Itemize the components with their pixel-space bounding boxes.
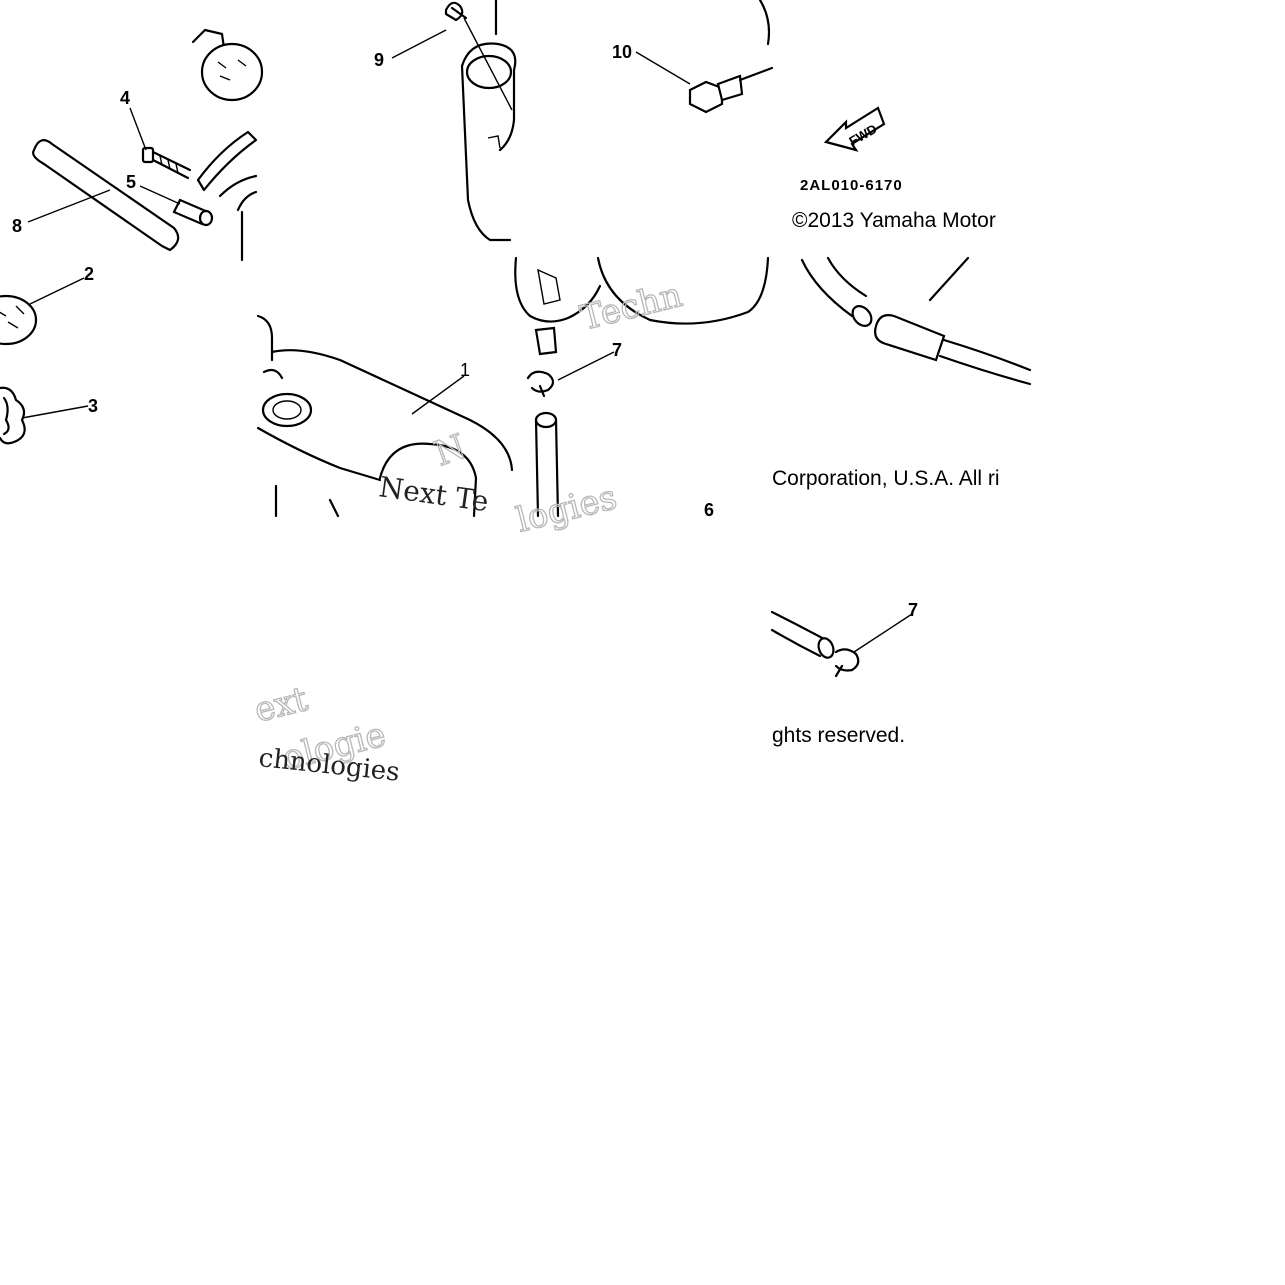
- tank-bottom: [514, 256, 770, 356]
- bolt-part-4: [141, 146, 192, 180]
- cap-part-2: [0, 294, 38, 346]
- fwd-arrow: FWD: [823, 106, 886, 152]
- watermark-next-te: Next Te: [377, 470, 491, 518]
- bolt-part-10: [688, 66, 774, 114]
- tank-part-1: [256, 314, 514, 518]
- fwd-mark-upper: [487, 135, 501, 149]
- fuel-cap-upper-part: [191, 28, 264, 102]
- clip-part-7-upper: [526, 370, 555, 398]
- gasket-part-3: [0, 386, 26, 445]
- callout-10: 10: [612, 42, 632, 62]
- callout-2: 2: [84, 264, 94, 284]
- callout-5: 5: [126, 172, 136, 192]
- tile-top-right: FWD 2AL010-6170 ©2013 Yamaha Motor: [792, 106, 996, 232]
- hose-part-8: [32, 139, 180, 252]
- tile-lower-left: ext ologie chnologies: [250, 678, 401, 787]
- clip-part-9: [444, 1, 468, 22]
- callout-numbers: 9 10 4 5 8 2 3 1 7 6 7: [12, 42, 918, 620]
- tile-top-left: [0, 28, 264, 445]
- tile-top-middle: [444, 0, 774, 242]
- tile-lower-right: ghts reserved.: [770, 610, 905, 747]
- tile-middle-left: Next Te N: [256, 314, 514, 518]
- watermark-ext: ext: [251, 679, 312, 731]
- copyright-line-1: ©2013 Yamaha Motor: [792, 209, 996, 232]
- callout-8: 8: [12, 216, 22, 236]
- copyright-line-3: ghts reserved.: [772, 724, 905, 747]
- tile-middle-right: Corporation, U.S.A. All ri: [772, 256, 1032, 490]
- callout-9: 9: [374, 50, 384, 70]
- hose-end: [770, 610, 835, 659]
- part-code: 2AL010-6170: [800, 177, 903, 194]
- copyright-line-2: Corporation, U.S.A. All ri: [772, 467, 1000, 490]
- tank-body-right: [758, 0, 771, 46]
- callout-4: 4: [120, 88, 130, 108]
- tank-neck: [460, 0, 517, 242]
- pin-part-5: [172, 198, 214, 227]
- watermark-techn: Techn: [577, 275, 687, 339]
- callout-7-lower: 7: [908, 600, 918, 620]
- hose-part-6: [534, 411, 560, 518]
- watermark-n: N: [429, 427, 471, 475]
- callout-7-upper: 7: [612, 340, 622, 360]
- callout-6: 6: [704, 500, 714, 520]
- clip-part-7-lower: [834, 648, 860, 678]
- callout-3: 3: [88, 396, 98, 416]
- watermark-logies: logies: [513, 477, 621, 540]
- leader-lines: [21, 17, 913, 653]
- callout-1: 1: [460, 360, 470, 380]
- tile-middle-center: Techn logies: [512, 256, 770, 541]
- hose-with-sleeve: [800, 256, 1032, 386]
- clip-part: [196, 130, 258, 262]
